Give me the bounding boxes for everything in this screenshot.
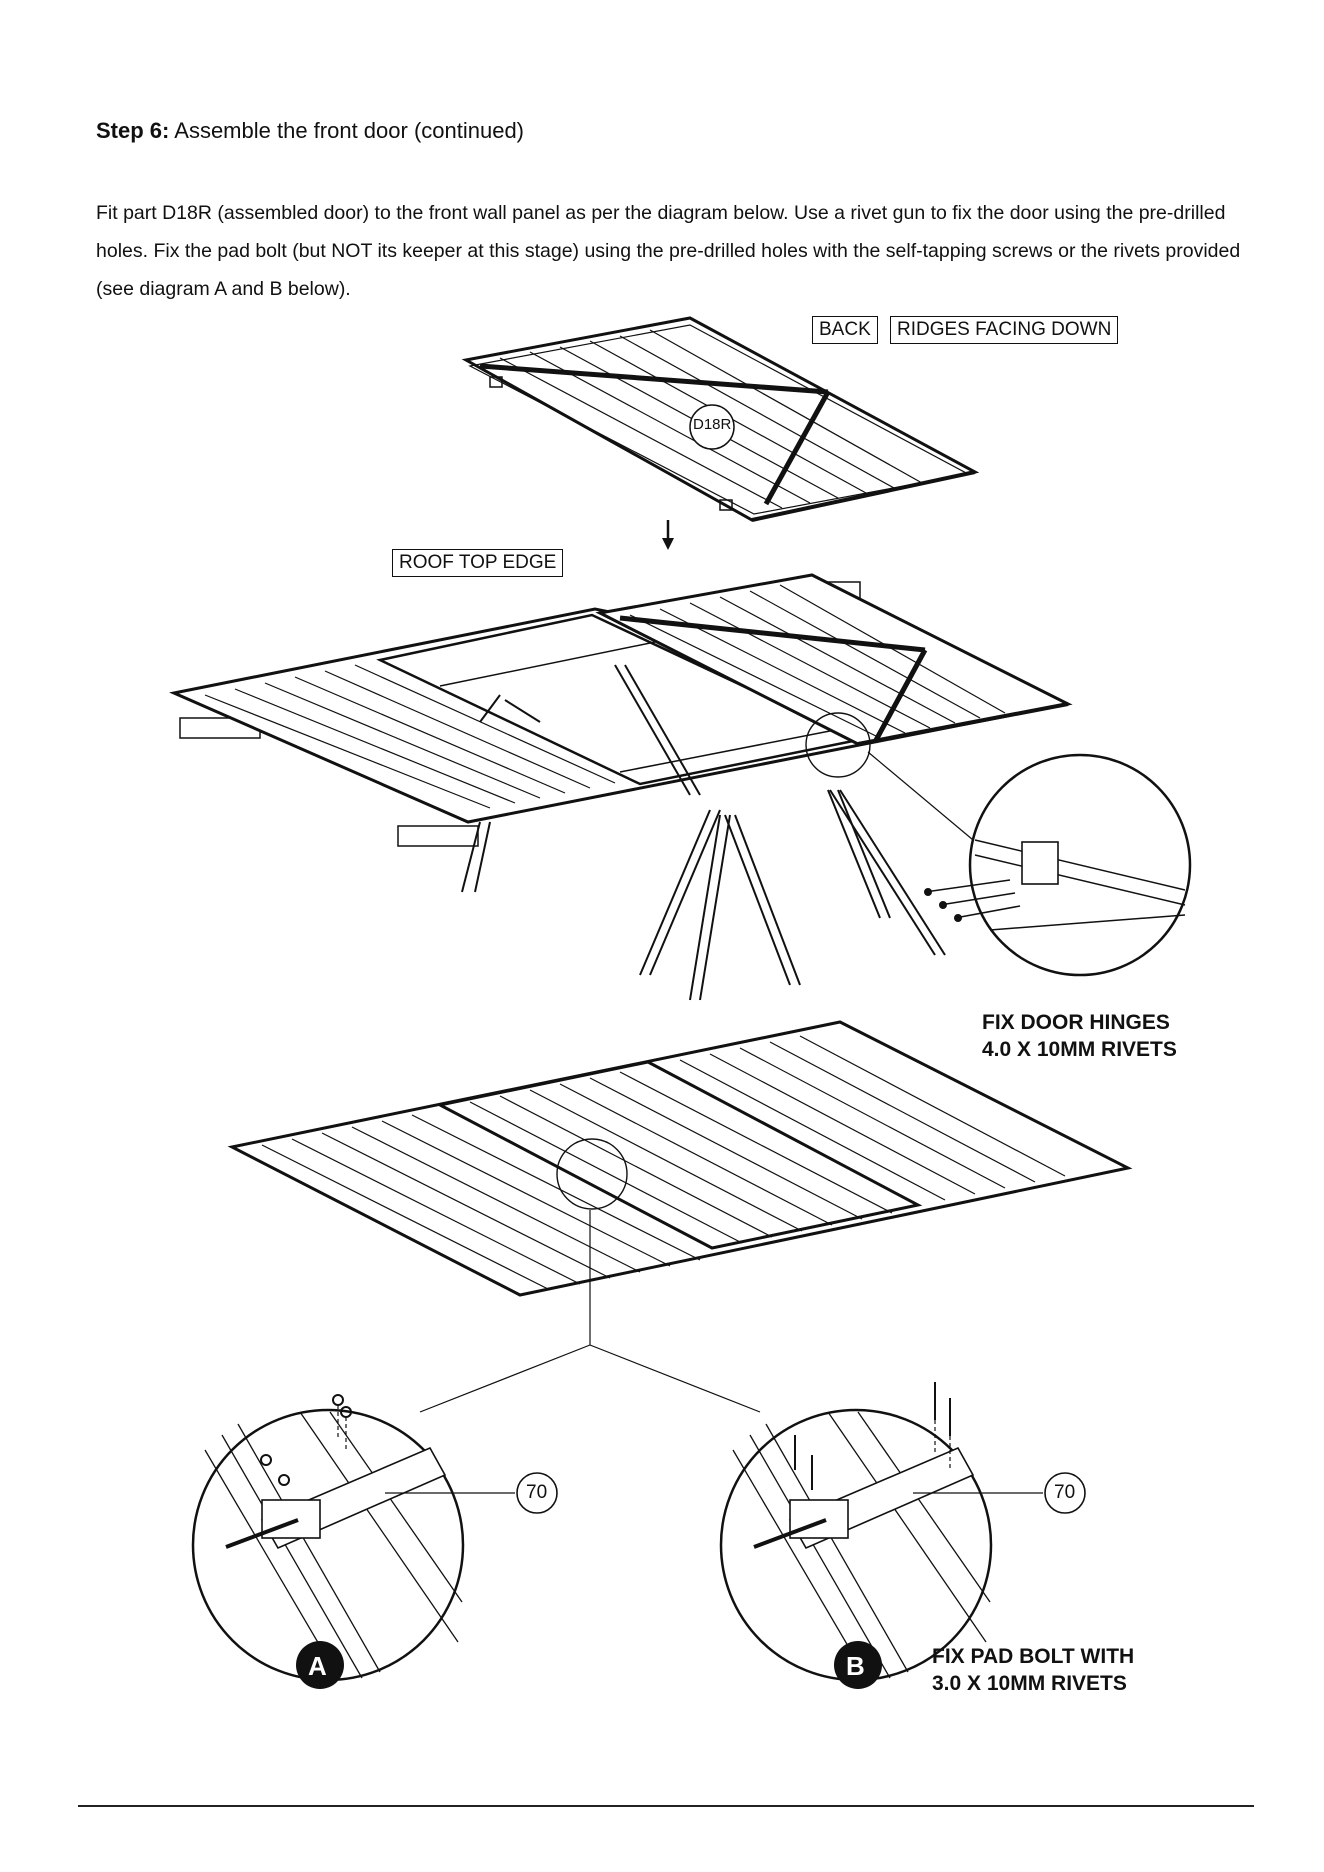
- badge-b-circle: [834, 1641, 882, 1689]
- instructions-line-3: (see diagram A and B below).: [96, 278, 351, 300]
- badge-a-circle: [296, 1641, 344, 1689]
- front-wall-assembly: [169, 573, 1073, 1001]
- step-title: Assemble the front door (continued): [174, 118, 525, 143]
- back-label: BACK: [812, 316, 878, 344]
- step-heading: Step 6: Assemble the front door (continu…: [96, 118, 524, 144]
- ridges-facing-down-label: RIDGES FACING DOWN: [890, 316, 1119, 344]
- instructions-line-1: Fit part D18R (assembled door) to the fr…: [96, 202, 1226, 224]
- part-70-label-b: 70: [1054, 1482, 1076, 1503]
- part-id-circle: [689, 404, 735, 450]
- padbolt-line-1: FIX PAD BOLT WITH: [932, 1645, 1135, 1668]
- lower-wall-panel: [227, 1020, 1133, 1413]
- fix-door-hinges-callout: FIX DOOR HINGES 4.0 X 10MM RIVETS: [982, 1009, 1177, 1063]
- detail-circle-a: [191, 1394, 558, 1689]
- diagram-b-badge: B: [846, 1651, 865, 1681]
- detail-circle-b: [719, 1382, 1086, 1689]
- step-number: Step 6:: [96, 118, 170, 143]
- hinges-line-1: FIX DOOR HINGES: [982, 1011, 1170, 1034]
- down-arrow-icon: [662, 520, 674, 550]
- roof-top-edge-label: ROOF TOP EDGE: [392, 549, 564, 577]
- fix-pad-bolt-callout: FIX PAD BOLT WITH 3.0 X 10MM RIVETS: [932, 1643, 1134, 1697]
- part-70-circle-b: [1044, 1472, 1086, 1514]
- footer-divider: [78, 1805, 1254, 1807]
- instructions-paragraph: Fit part D18R (assembled door) to the fr…: [96, 194, 1246, 308]
- hinge-detail-circle: [924, 753, 1192, 977]
- instructions-line-2: holes. Fix the pad bolt (but NOT its kee…: [96, 240, 1241, 262]
- part-70-label-a: 70: [526, 1482, 548, 1503]
- hinges-line-2: 4.0 X 10MM RIVETS: [982, 1038, 1177, 1061]
- diagram-a-badge: A: [308, 1651, 327, 1681]
- padbolt-line-2: 3.0 X 10MM RIVETS: [932, 1672, 1127, 1695]
- part-70-circle-a: [516, 1472, 558, 1514]
- part-id-label: D18R: [693, 416, 732, 433]
